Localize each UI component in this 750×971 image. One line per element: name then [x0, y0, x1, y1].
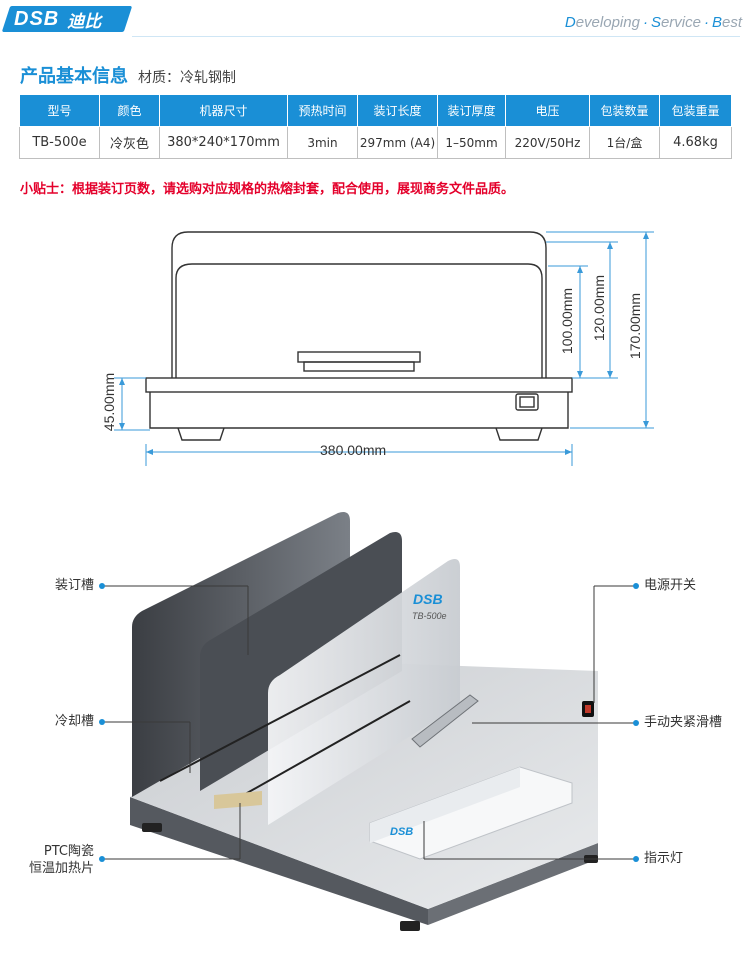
cell-size: 380*240*170mm [159, 126, 288, 159]
cooling-slot-line [159, 654, 401, 782]
slogan-best: est [721, 14, 742, 31]
cell-pack-qty: 1台/盒 [589, 126, 660, 159]
product-photo-section: DSB TB-500e DSB 装订槽 冷却槽 PTC陶瓷 恒温加热片 电源开关… [0, 505, 750, 971]
base-body [149, 392, 569, 429]
height-100-dimension-label: 100.00mm [559, 287, 575, 355]
foot [400, 921, 420, 931]
cell-pack-weight: 4.68kg [659, 126, 732, 159]
cell-bind-thickness: 1–50mm [437, 126, 506, 159]
label-brand: DSB [390, 826, 413, 838]
table-row: TB-500e 冷灰色 380*240*170mm 3min 297mm (A4… [19, 126, 732, 159]
panel-brand: DSB [413, 591, 443, 607]
foot-left [177, 427, 225, 441]
slogan-dot: · [642, 14, 648, 31]
base-top [145, 377, 573, 393]
callout-cooling-slot-text: 冷却槽 [54, 714, 94, 729]
dimension-drawing: 380.00mm 45.00mm 100.00mm 120.00mm 170.0… [0, 220, 750, 480]
cell-color: 冷灰色 [99, 126, 160, 159]
header-size: 机器尺寸 [159, 94, 288, 127]
callout-indicator-text: 指示灯 [644, 851, 684, 866]
callout-ptc-line1: PTC陶瓷 [43, 844, 94, 859]
cell-preheat: 3min [287, 126, 358, 159]
width-dimension-label: 380.00mm [320, 442, 387, 458]
slogan-service: ervice [660, 14, 701, 31]
front-panel-outline [175, 263, 543, 378]
callout-manual-clamp: 手动夹紧滑槽 [644, 714, 722, 731]
slogan-d: D [564, 14, 576, 31]
brand-logo[interactable]: DSB 迪比 [14, 7, 102, 32]
header-pack-weight: 包装重量 [659, 94, 732, 127]
switch-outline [515, 393, 539, 411]
clamp-handle [297, 351, 421, 363]
callout-manual-clamp-text: 手动夹紧滑槽 [644, 715, 723, 730]
callout-binding-slot-text: 装订槽 [54, 578, 94, 593]
callout-ptc-line2: 恒温加热片 [28, 861, 94, 876]
height-170-dimension-label: 170.00mm [627, 292, 643, 360]
slogan-dot: · [703, 14, 709, 31]
slogan-developing: eveloping [575, 14, 640, 31]
callout-cooling-slot: 冷却槽 [55, 713, 94, 730]
table-header-row: 型号 颜色 机器尺寸 预热时间 装订长度 装订厚度 电压 包装数量 包装重量 [19, 94, 732, 127]
dimension-svg [114, 231, 654, 466]
foot-right [495, 427, 543, 441]
clamp-slider [411, 694, 479, 748]
section-title: 产品基本信息 [20, 66, 128, 87]
back-panel-outline [171, 231, 547, 378]
slogan: Developing·Service·Best [565, 14, 742, 31]
switch-inner [519, 396, 535, 408]
base-front-face [428, 843, 598, 925]
brand-latin: DSB [14, 7, 60, 30]
header-bind-thickness: 装订厚度 [437, 94, 506, 127]
instruction-steps [370, 767, 520, 843]
page-header: DSB 迪比 Developing·Service·Best [0, 0, 750, 42]
foot [142, 823, 162, 832]
header-pack-qty: 包装数量 [589, 94, 660, 127]
cell-model: TB-500e [19, 126, 100, 159]
base-left-face [130, 797, 428, 925]
panel-model: TB-500e [412, 611, 447, 621]
base-height-dimension-label: 45.00mm [101, 372, 117, 432]
header-preheat: 预热时间 [287, 94, 358, 127]
callout-ptc: PTC陶瓷 恒温加热片 [29, 843, 94, 877]
header-divider [132, 36, 740, 37]
power-switch-rocker [585, 705, 591, 713]
cell-voltage: 220V/50Hz [505, 126, 590, 159]
header-color: 颜色 [99, 94, 160, 127]
binding-slot-line [239, 700, 411, 798]
callout-indicator: 指示灯 [644, 850, 683, 867]
section-heading: 产品基本信息 材质：冷轧钢制 [20, 62, 236, 88]
material-text: 材质：冷轧钢制 [138, 70, 236, 86]
cell-bind-length: 297mm (A4) [357, 126, 438, 159]
spec-table: 型号 颜色 机器尺寸 预热时间 装订长度 装订厚度 电压 包装数量 包装重量 T… [19, 94, 732, 159]
header-bind-length: 装订长度 [357, 94, 438, 127]
callout-binding-slot: 装订槽 [55, 577, 94, 594]
frosted-panel [268, 559, 460, 825]
callout-power-switch: 电源开关 [644, 577, 696, 594]
brand-chinese: 迪比 [67, 11, 102, 32]
heating-plate [214, 791, 262, 809]
product-illustration: DSB TB-500e DSB [99, 512, 639, 931]
tip-text: 小贴士：根据装订页数，请选购对应规格的热熔封套，配合使用，展现商务文件品质。 [20, 182, 515, 197]
slogan-s: S [650, 14, 661, 31]
height-120-dimension-label: 120.00mm [591, 274, 607, 342]
slogan-b: B [711, 14, 722, 31]
header-model: 型号 [19, 94, 100, 127]
header-voltage: 电压 [505, 94, 590, 127]
clamp-base [303, 361, 415, 372]
callout-power-switch-text: 电源开关 [644, 578, 697, 593]
